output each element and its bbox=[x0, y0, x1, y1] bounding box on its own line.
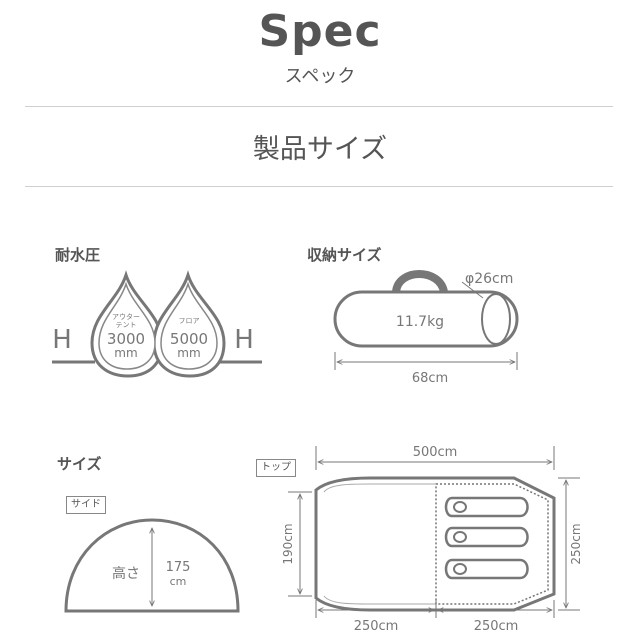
divider-top bbox=[25, 106, 613, 107]
sleeping-bag-icon bbox=[444, 496, 529, 518]
floor-unit: mm bbox=[177, 346, 200, 360]
tent-vestibule-line bbox=[323, 483, 436, 605]
droplet-outer-tent-inner bbox=[98, 281, 156, 370]
outer-tent-unit: mm bbox=[114, 346, 137, 360]
outer-tent-value: 3000 bbox=[107, 330, 145, 348]
bag-length: 68cm bbox=[412, 371, 448, 386]
outer-tent-name-line2: テント bbox=[116, 321, 137, 329]
floor-value: 5000 bbox=[170, 330, 208, 348]
floor-name: フロア bbox=[179, 317, 200, 325]
page-title: Spec bbox=[258, 6, 382, 57]
bag-diameter-pointer bbox=[461, 281, 484, 299]
top-width-outer: 250cm bbox=[569, 523, 583, 564]
sleeping-bag-icon bbox=[444, 558, 529, 580]
storage-bag-diagram: 11.7kg φ26cm 68cm bbox=[333, 270, 519, 386]
page-subtitle: スペック bbox=[284, 66, 356, 87]
top-view-diagram: 500cm 190cm 250cm 250cm bbox=[281, 445, 583, 634]
side-height-label: 高さ bbox=[112, 565, 140, 582]
water-pressure-label: 耐水圧 bbox=[55, 246, 101, 264]
outer-tent-name-line1: アウター bbox=[112, 312, 140, 321]
top-width-inner: 190cm bbox=[281, 523, 295, 564]
divider-bottom bbox=[25, 186, 613, 187]
bag-end-icon bbox=[481, 293, 511, 345]
water-pressure-diagram: H H アウター テント 3000 mm フロア 5000 mm bbox=[52, 270, 262, 378]
side-view-diagram: 高さ 175 cm bbox=[64, 518, 240, 613]
h-mark-right: H bbox=[234, 325, 254, 355]
sleeping-bag-icon bbox=[444, 526, 529, 548]
droplet-floor-inner bbox=[160, 281, 218, 370]
bag-diameter: φ26cm bbox=[465, 271, 513, 287]
side-height-unit: cm bbox=[170, 575, 187, 588]
bag-weight: 11.7kg bbox=[396, 314, 444, 330]
bag-body-icon bbox=[333, 290, 519, 348]
top-length-total: 500cm bbox=[413, 445, 458, 460]
segment-right: 250cm bbox=[474, 619, 519, 634]
section-title: 製品サイズ bbox=[252, 134, 388, 165]
segment-left: 250cm bbox=[354, 619, 399, 634]
storage-size-label: 収納サイズ bbox=[307, 246, 382, 264]
top-view-tag: トップ bbox=[256, 459, 296, 477]
side-view-tag: サイド bbox=[66, 496, 106, 514]
h-mark-left: H bbox=[52, 325, 72, 355]
size-label: サイズ bbox=[57, 455, 102, 473]
side-height-value: 175 bbox=[166, 560, 191, 575]
bag-handle-icon bbox=[392, 270, 448, 296]
